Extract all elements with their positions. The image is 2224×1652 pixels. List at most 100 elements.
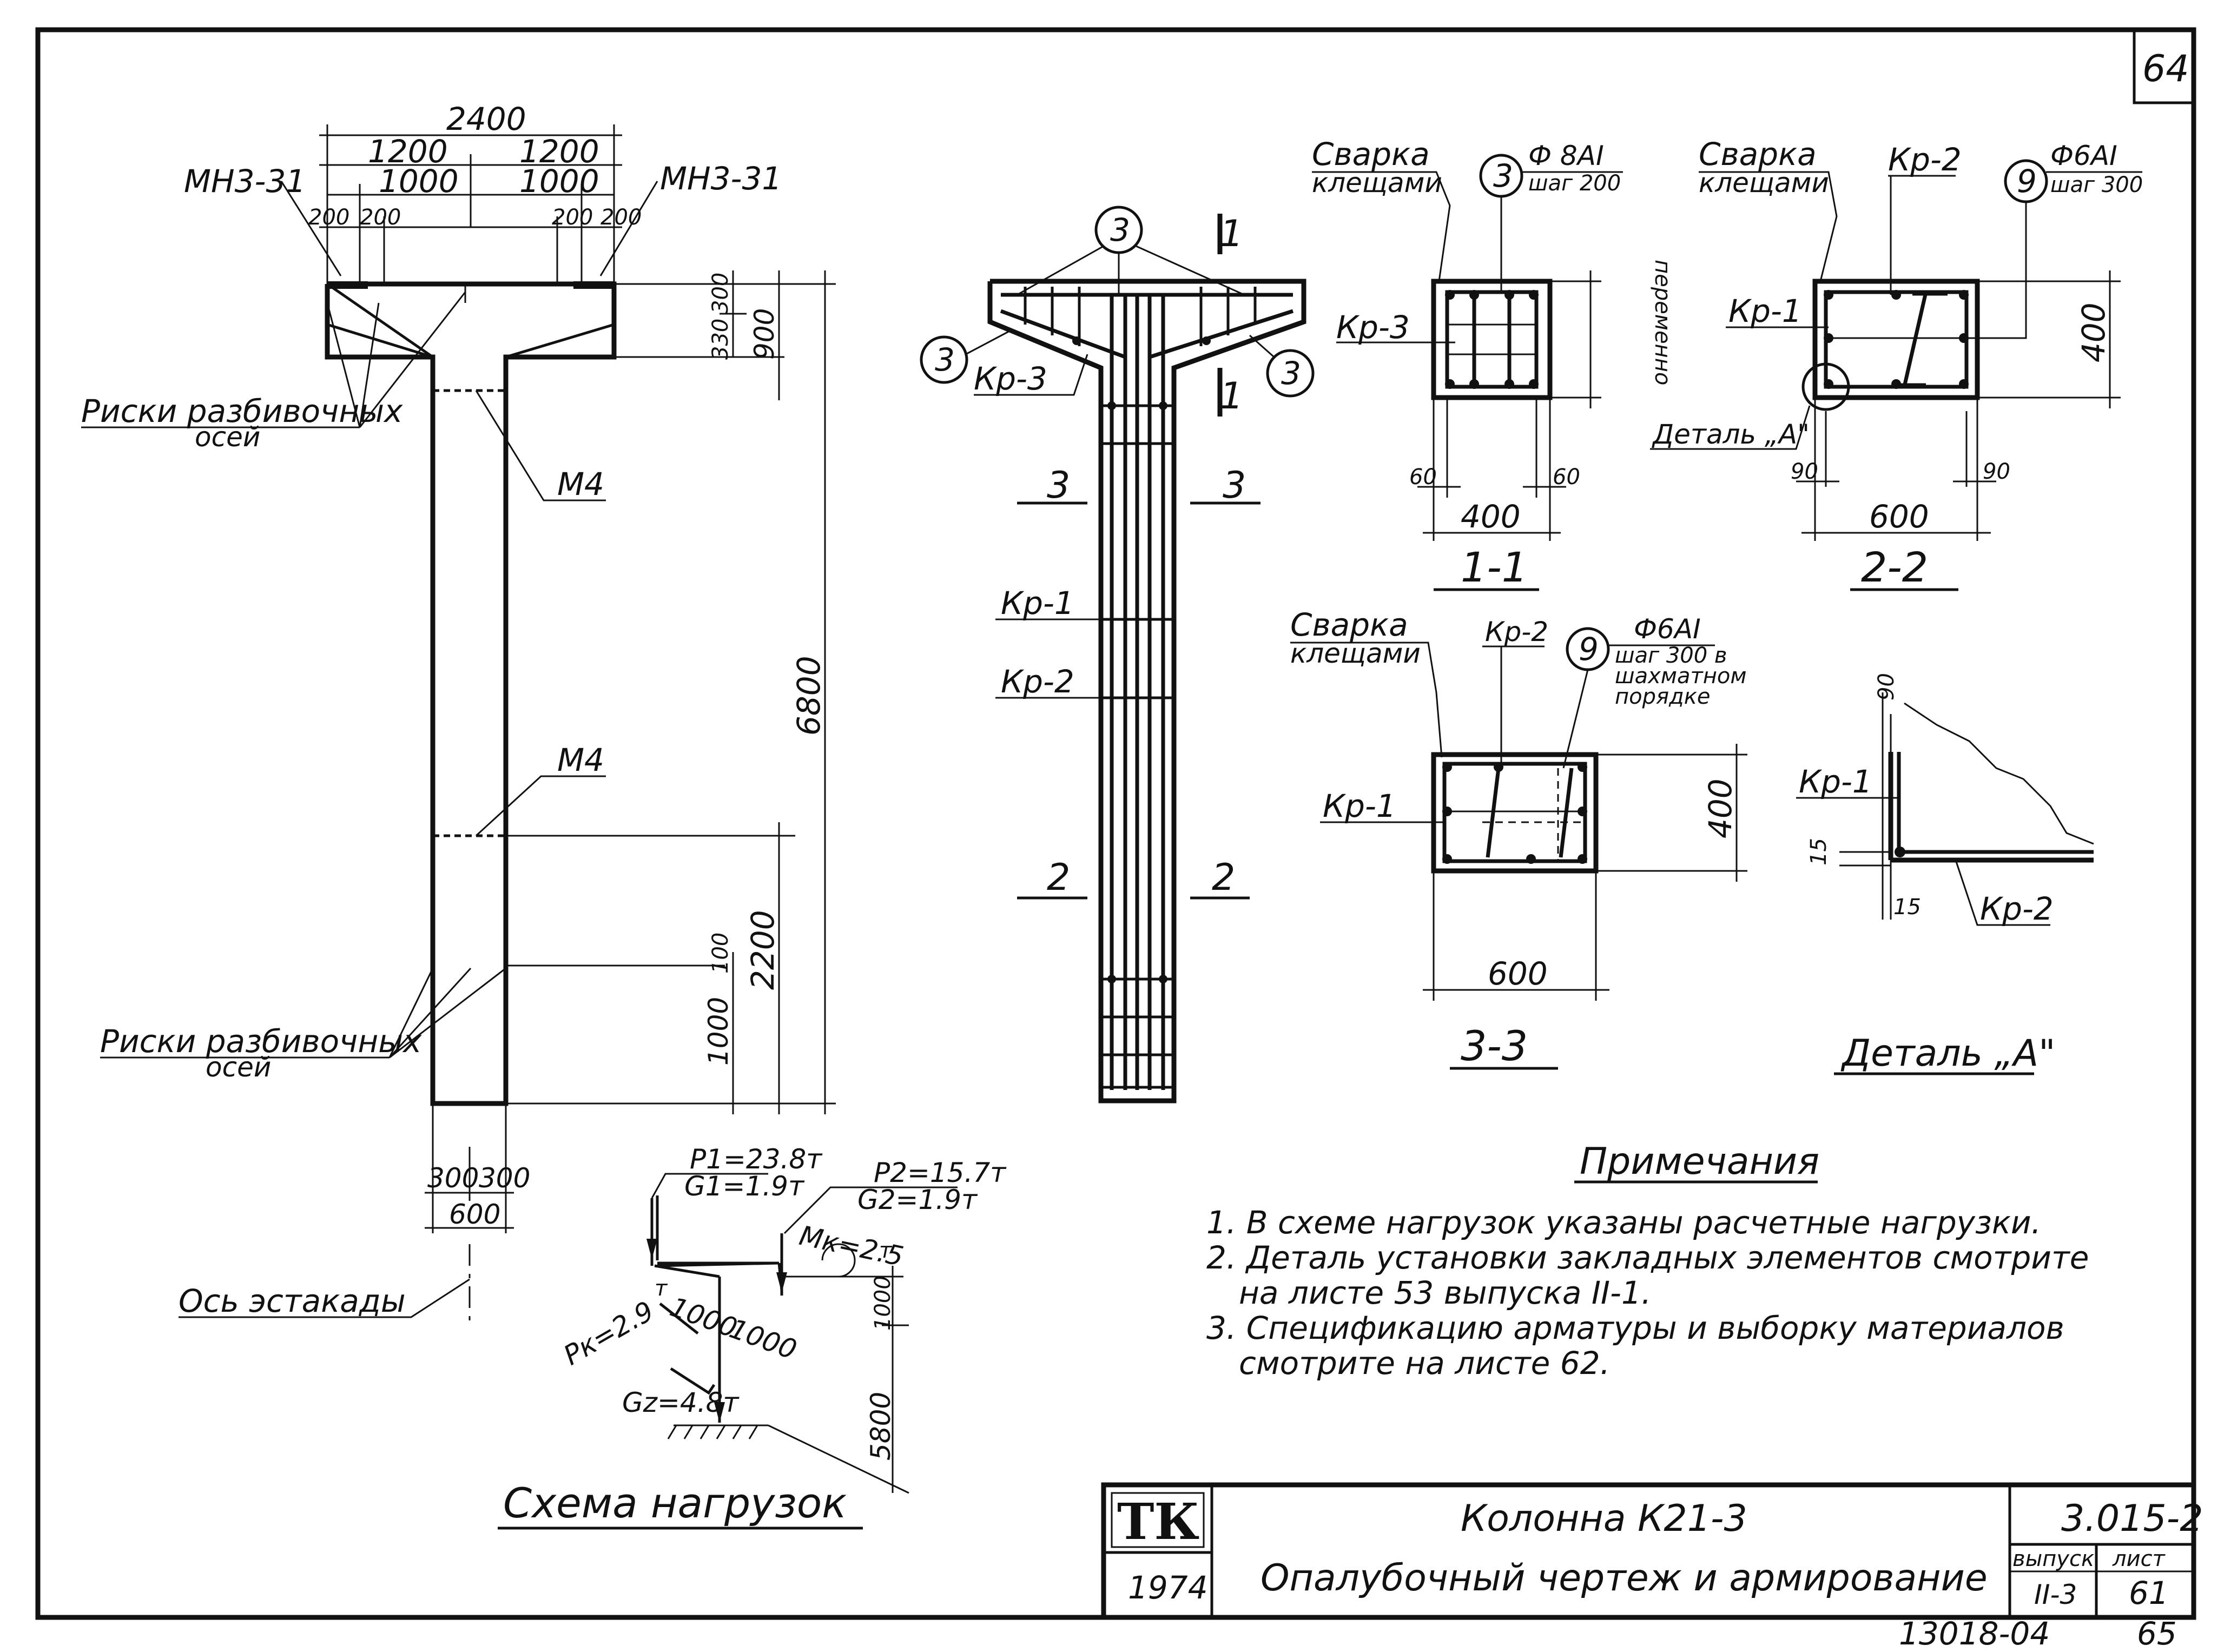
s33-kr2: Кр-2 <box>1485 616 1548 647</box>
section-mark-top: 1 <box>1220 213 1243 255</box>
detail-kr1: Кр-1 <box>1799 763 1872 800</box>
section-1-1 <box>1417 270 1601 541</box>
title-issue-label: выпуск <box>2012 1547 2094 1571</box>
s33-bar: Ф6АI <box>1634 613 1701 645</box>
s11-variable: переменно <box>1650 260 1675 385</box>
title-sheet-value: 61 <box>2129 1575 2169 1611</box>
marks-top-label-1: Риски разбивочных <box>81 393 403 429</box>
note-line-5: смотрите на листе 62. <box>1239 1345 1610 1382</box>
s33-height: 400 <box>1702 778 1739 838</box>
bubble-3-right <box>1266 349 1315 398</box>
title-block <box>1101 1482 2196 1620</box>
s33-dim-600: 600 <box>1488 955 1548 992</box>
section-2-left: 2 <box>1047 856 1070 899</box>
dim-6800: 6800 <box>790 656 827 736</box>
dim-300-bottom-left: 300 <box>427 1162 479 1194</box>
s11-title: 1-1 <box>1461 543 1528 591</box>
marks-top-label-2: осей <box>195 421 260 453</box>
m4-top: М4 <box>557 466 604 503</box>
dim-200-a: 200 <box>308 205 349 230</box>
leader-s22-weld <box>1699 171 1838 282</box>
s11-weld-1: Сварка <box>1312 136 1430 173</box>
section-3-left: 3 <box>1047 464 1070 507</box>
dim-1000-left: 1000 <box>379 163 459 200</box>
marks-bottom-label-2: осей <box>206 1052 271 1083</box>
s22-dim-90-right: 90 <box>1983 459 2010 484</box>
elevation-top-dimensions <box>319 124 622 284</box>
dim-300-head: 300 <box>708 273 733 314</box>
s22-dim-600: 600 <box>1869 498 1929 535</box>
title-year: 1974 <box>1128 1569 1208 1606</box>
dim-200-b: 200 <box>360 205 401 230</box>
load-dim-5800: 5800 <box>865 1392 896 1461</box>
elevation-bottom-dimensions <box>425 1103 514 1325</box>
elevation-right-dimensions <box>720 270 826 1114</box>
title-code: 3.015-2 <box>2061 1497 2203 1540</box>
s22-dim-90-left: 90 <box>1791 459 1818 484</box>
dim-600-bottom: 600 <box>449 1199 500 1230</box>
s11-kr3: Кр-3 <box>1336 309 1410 346</box>
section-3-right: 3 <box>1223 464 1246 507</box>
s22-title: 2-2 <box>1861 543 1928 591</box>
s22-weld-1: Сварка <box>1699 136 1817 173</box>
title-logo: ТК <box>1117 1492 1199 1551</box>
leader-m4-top <box>475 390 606 501</box>
s33-step-3: порядке <box>1615 684 1711 709</box>
dim-1000-bottom: 1000 <box>703 997 734 1066</box>
dim-200-c: 200 <box>552 205 593 230</box>
load-p1: P1=23.8т <box>690 1144 823 1175</box>
load-scheme-title: Схема нагрузок <box>503 1479 847 1527</box>
load-g1: G1=1.9т <box>684 1171 805 1202</box>
title-sheet-label: лист <box>2112 1547 2166 1571</box>
dim-2400: 2400 <box>446 101 526 137</box>
note-line-4: 3. Спецификацию арматуры и выборку матер… <box>1206 1310 2064 1346</box>
s11-dim-400: 400 <box>1461 498 1521 535</box>
leader-kr3 <box>974 354 1088 396</box>
dim-2200: 2200 <box>744 910 781 990</box>
note-line-3: на листе 53 выпуска II-1. <box>1239 1274 1651 1311</box>
load-scheme <box>646 1195 909 1494</box>
dim-100: 100 <box>708 933 733 974</box>
corner-number: 64 <box>2142 48 2189 90</box>
marks-bottom-label-1: Риски разбивочных <box>100 1023 422 1060</box>
load-dim-1000-mid: 1000 <box>725 1313 801 1366</box>
part-mn3-right: МН3-31 <box>660 160 782 197</box>
load-p2: P2=15.7т <box>874 1157 1007 1188</box>
leader-s11-weld <box>1312 171 1451 282</box>
s33-bubble-text: 9 <box>1579 631 1599 668</box>
s22-bar: Ф6АI <box>2050 140 2117 171</box>
bubble-3-left-text: 3 <box>935 341 955 378</box>
s22-kr1: Кр-1 <box>1728 293 1802 329</box>
bubble-3-left <box>920 335 968 384</box>
leader-s22-detail <box>1650 405 1811 450</box>
kr2-label: Кр-2 <box>1001 663 1074 700</box>
s22-detail: Деталь „А" <box>1652 419 1810 450</box>
kr3-label: Кр-3 <box>974 360 1047 397</box>
note-line-1: 1. В схеме нагрузок указаны расчетные на… <box>1206 1204 2041 1241</box>
dim-1000-right: 1000 <box>519 163 599 200</box>
load-g2: G2=1.9т <box>857 1184 978 1215</box>
s22-step: шаг 300 <box>2050 173 2143 197</box>
title-line-2: Опалубочный чертеж и армирование <box>1261 1557 1988 1600</box>
dim-300-bottom-right: 300 <box>479 1162 530 1194</box>
s33-step-1: шаг 300 в <box>1615 643 1727 668</box>
load-pk-unit: т <box>655 1276 668 1301</box>
dim-330-head: 330 <box>708 319 733 360</box>
bottom-page: 65 <box>2137 1615 2177 1652</box>
corner-box <box>2133 30 2194 104</box>
s33-step-2: шахматном <box>1615 664 1747 689</box>
column-elevation <box>325 281 836 1106</box>
dim-1200-left: 1200 <box>368 133 448 170</box>
s22-kr2: Кр-2 <box>1888 141 1962 178</box>
axis-label: Ось эстакады <box>179 1283 406 1319</box>
kr1-label: Кр-1 <box>1001 585 1074 622</box>
notes-heading: Примечания <box>1580 1140 1819 1183</box>
load-mk-unit: т <box>879 1238 893 1263</box>
detail-dim-15-horizontal: 15 <box>1893 895 1921 920</box>
section-2-right: 2 <box>1212 856 1235 899</box>
leader-s33-weld <box>1290 642 1443 758</box>
bottom-number: 13018-04 <box>1899 1615 2050 1652</box>
title-issue-value: II-3 <box>2034 1579 2077 1610</box>
leader-m4-mid <box>475 775 606 837</box>
